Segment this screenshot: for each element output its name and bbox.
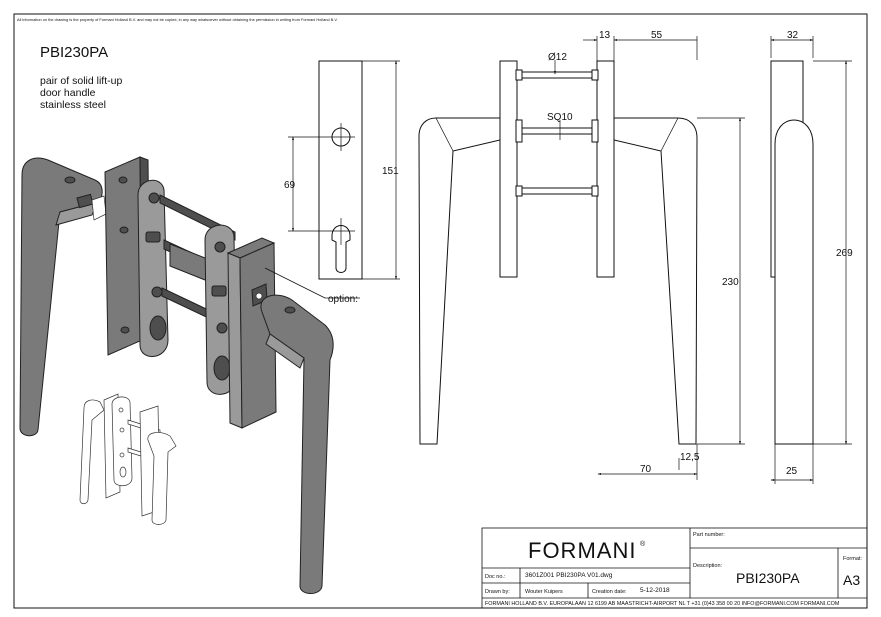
format-value: A3 <box>843 572 860 588</box>
drawing-frame <box>13 13 868 609</box>
option-label: option: <box>328 294 358 305</box>
creation-value: 5-12-2018 <box>640 587 670 594</box>
doc-label: Doc no.: <box>485 574 506 580</box>
dim-square: SQ10 <box>547 112 573 123</box>
dim-55: 55 <box>651 30 663 41</box>
dim-25: 25 <box>786 466 798 477</box>
plate-front-view: 151 69 <box>284 60 400 280</box>
isometric-exploded-view: option: <box>19 156 360 594</box>
brand-logo: FORMANI <box>528 538 636 563</box>
dim-handle-height: 230 <box>722 277 739 288</box>
part-number-label: Part number: <box>693 532 725 538</box>
description-label: Description: <box>693 563 723 569</box>
title-block: FORMANI ® Part number: Description: PBI2… <box>481 527 868 609</box>
format-label: Format: <box>843 556 862 562</box>
doc-value: 3601Z001 PBI230PA V01.dwg <box>525 572 613 579</box>
dim-total-height: 269 <box>836 248 853 259</box>
dim-cylinder-offset: 69 <box>284 180 296 191</box>
product-desc-line1: pair of solid lift-up <box>40 75 122 87</box>
company-footer: FORMANI HOLLAND B.V. EUROPALAAN 12 6199 … <box>485 601 840 607</box>
side-view: Ø12 SQ10 13 55 230 70 12,5 <box>418 30 745 480</box>
drawn-value: Wouter Kuipers <box>525 589 563 595</box>
dim-diameter: Ø12 <box>548 52 567 63</box>
product-code-title: PBI230PA <box>40 44 108 61</box>
dim-projection-70: 70 <box>640 464 652 475</box>
dim-13: 13 <box>599 30 611 41</box>
disclaimer-text: All information on the drawing is the pr… <box>17 17 338 22</box>
drawn-label: Drawn by: <box>485 589 510 595</box>
product-desc-line3: stainless steel <box>40 99 106 111</box>
creation-label: Creation date: <box>592 589 627 595</box>
dim-12-5: 12,5 <box>680 452 700 463</box>
brand-logo-mark: ® <box>640 540 646 548</box>
dim-32: 32 <box>787 30 799 41</box>
thumbnail-outline <box>79 393 177 525</box>
end-view: 32 269 25 <box>770 30 853 484</box>
description-value: PBI230PA <box>736 570 800 586</box>
dim-plate-height: 151 <box>382 166 399 177</box>
product-desc-line2: door handle <box>40 87 96 99</box>
